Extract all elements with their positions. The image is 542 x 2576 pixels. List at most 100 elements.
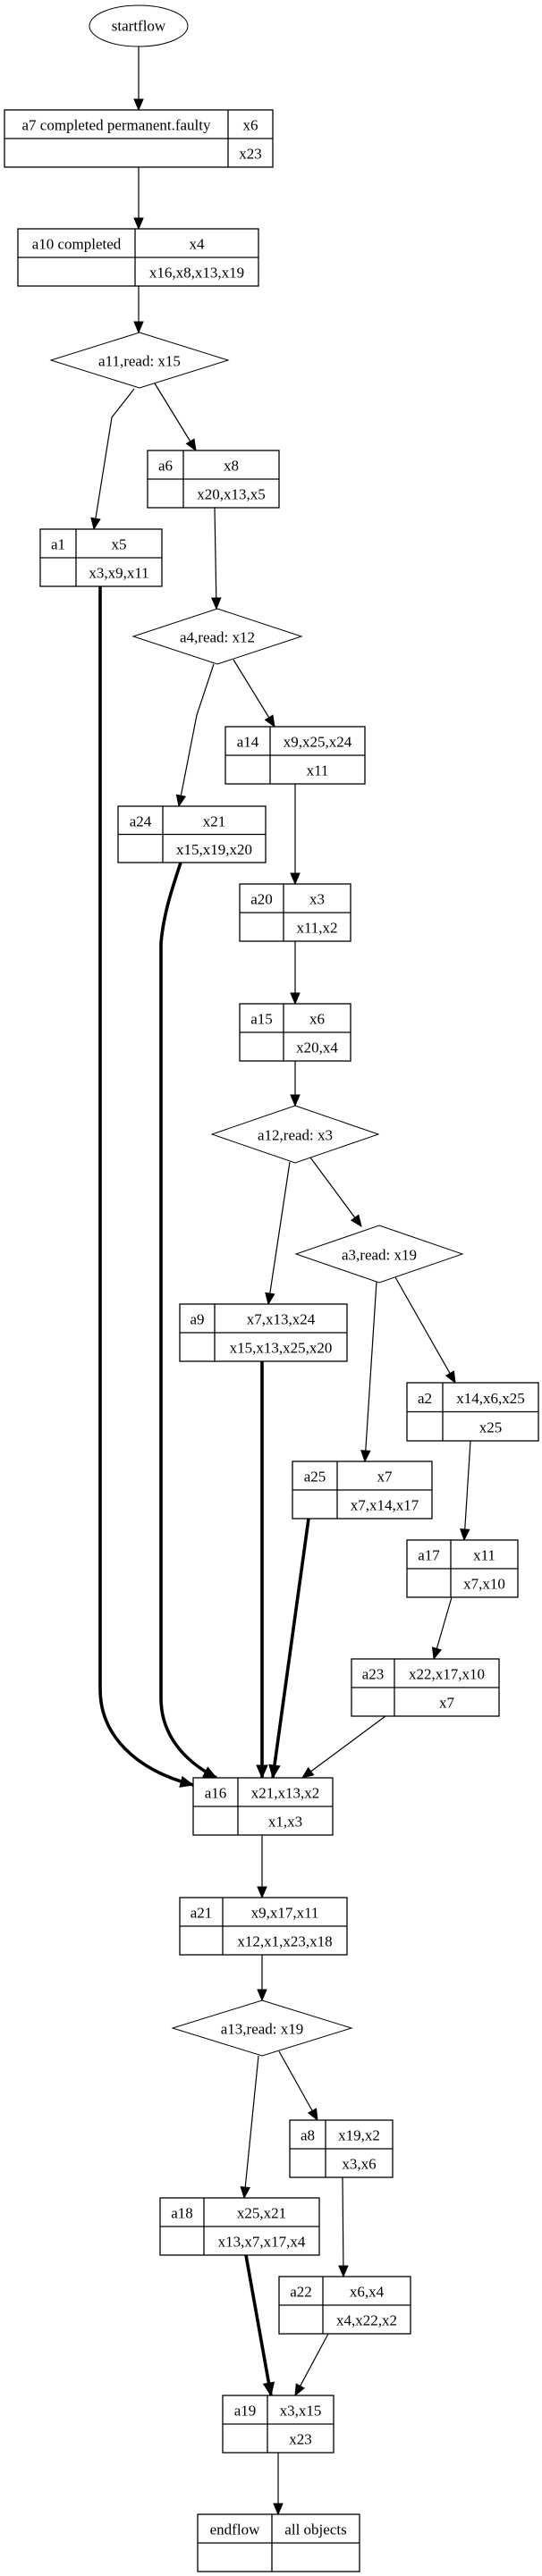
node-endflow[interactable]: endflow all objects — [197, 2513, 360, 2572]
node-a6[interactable]: a6 x8 x20,x13,x5 — [147, 450, 280, 509]
input-objects: x3,x15 — [280, 2403, 322, 2420]
input-objects: x25,x21 — [237, 2205, 286, 2222]
edge-a16-to-a21 — [257, 1835, 267, 1899]
edge-a12-to-a3 — [309, 1157, 362, 1228]
edge-a18-to-a19 — [244, 2254, 275, 2397]
output-objects: x7 — [439, 1695, 455, 1712]
arrowhead-icon — [338, 2265, 349, 2278]
input-objects: x22,x17,x10 — [409, 1666, 485, 1683]
input-objects: x3 — [309, 891, 325, 908]
input-objects: x8 — [224, 458, 239, 475]
node-a12[interactable]: a12,read: x3 — [210, 1105, 380, 1164]
edge-a6-to-a4 — [211, 507, 222, 610]
input-objects: x21 — [203, 812, 226, 829]
node-a4[interactable]: a4,read: x12 — [131, 608, 303, 665]
input-objects: x6 — [309, 1011, 325, 1028]
decision-diamond — [131, 608, 303, 665]
edge-a21-to-a13 — [257, 1955, 267, 2002]
edge-a13-to-a18 — [240, 2055, 259, 2200]
output-objects: x7,x10 — [463, 1576, 505, 1593]
node-a13[interactable]: a13,read: x19 — [171, 1999, 353, 2057]
input-objects: x9,x17,x11 — [251, 1905, 319, 1922]
activity-name: a2 — [418, 1390, 432, 1407]
edge-a11-to-a1 — [90, 388, 135, 531]
arrowhead-icon — [350, 1214, 362, 1228]
output-objects: x23 — [289, 2431, 312, 2448]
arrowhead-icon — [290, 1094, 301, 1107]
edge-line — [214, 507, 217, 610]
edge-a1-to-a16 — [98, 586, 195, 1788]
activity-name: a22 — [290, 2284, 312, 2301]
edge-a11-to-a6 — [154, 383, 197, 452]
arrowhead-icon — [185, 438, 197, 452]
edge-a9-to-a16 — [256, 1361, 268, 1780]
edge-line — [463, 1440, 471, 1541]
edge-a17-to-a23 — [431, 1596, 453, 1661]
start-ellipse — [89, 4, 189, 47]
input-objects: x6,x4 — [350, 2284, 385, 2301]
output-objects: x20,x13,x5 — [197, 486, 266, 503]
activity-name: a6 — [158, 458, 173, 475]
edge-line — [394, 1276, 456, 1384]
edge-a22-to-a19 — [294, 2333, 329, 2397]
edge-a14-to-a20 — [290, 784, 301, 886]
output-objects: x23 — [239, 146, 262, 163]
arrowhead-icon — [257, 1886, 267, 1899]
activity-name: a20 — [250, 891, 273, 908]
edge-line — [309, 1157, 362, 1227]
edge-a3-to-a2 — [394, 1276, 456, 1385]
edge-a4-to-a14 — [233, 659, 275, 728]
arrowhead-icon — [133, 217, 144, 231]
decision-label: a13,read: x19 — [221, 2021, 304, 2038]
input-objects: x4 — [190, 236, 206, 253]
input-objects: all objects — [284, 2521, 346, 2538]
edge-startflow-to-a7 — [133, 46, 144, 112]
node-a11[interactable]: a11,read: x15 — [49, 332, 230, 389]
activity-name: a19 — [234, 2403, 257, 2420]
output-objects: x3,x6 — [342, 2156, 376, 2173]
input-objects: x9,x25,x24 — [284, 734, 352, 751]
output-objects: x4,x22,x2 — [336, 2312, 397, 2329]
input-objects: x14,x6,x25 — [456, 1390, 525, 1407]
edge-line — [301, 1715, 386, 1779]
arrowhead-icon — [202, 1766, 218, 1779]
decision-label: a3,read: x19 — [342, 1247, 417, 1264]
activity-name: a25 — [304, 1469, 326, 1486]
edge-a19-to-endflow — [273, 2453, 284, 2516]
node-startflow[interactable]: startflow — [89, 4, 189, 47]
edge-line — [93, 388, 135, 530]
arrowhead-icon — [256, 1764, 268, 1780]
arrowhead-icon — [307, 2108, 318, 2122]
edge-a2-to-a17 — [460, 1440, 471, 1542]
activity-name: endflow — [210, 2521, 260, 2538]
activity-name: a18 — [171, 2205, 193, 2222]
edge-line — [267, 1161, 291, 1305]
arrowhead-icon — [360, 1450, 371, 1463]
node-a19[interactable]: a19 x3,x15 x23 — [222, 2395, 335, 2454]
input-objects: x11 — [473, 1547, 495, 1564]
decision-label: a11,read: x15 — [98, 353, 181, 370]
node-a3[interactable]: a3,read: x19 — [294, 1225, 464, 1284]
input-objects: x21,x13,x2 — [251, 1785, 320, 1802]
decision-diamond — [294, 1225, 464, 1284]
output-objects: x1,x3 — [268, 1814, 302, 1831]
activity-name: a24 — [130, 812, 152, 829]
activity-name: a23 — [362, 1666, 385, 1683]
node-a22[interactable]: a22 x6,x4 x4,x22,x2 — [278, 2276, 411, 2335]
node-a23[interactable]: a23 x22,x17,x10 x7 — [351, 1658, 500, 1717]
